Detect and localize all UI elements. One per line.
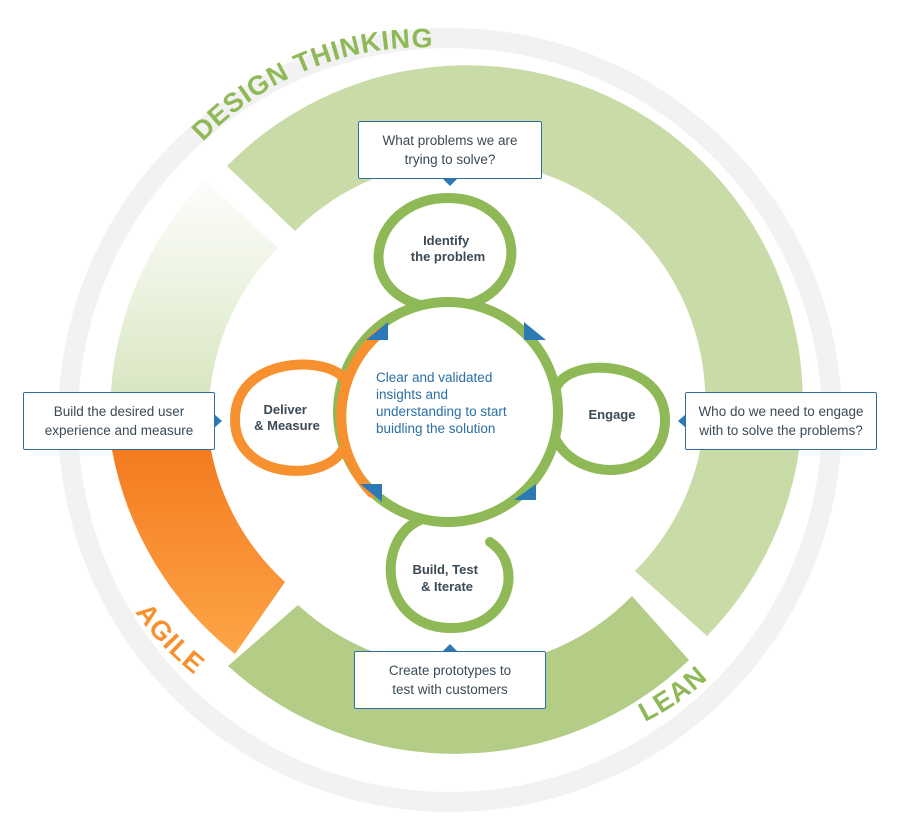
faded-segment [110, 180, 278, 450]
engage-label: Engage [589, 407, 636, 422]
build-label: Build, Test & Iterate [412, 562, 481, 594]
identify-loop [373, 192, 517, 310]
agile-segment [112, 450, 285, 654]
deliver-loop [229, 359, 350, 476]
design-thinking-segment [227, 65, 803, 637]
identify-label: Identify the problem [411, 233, 485, 264]
center-text: Clear and validated insights and underst… [376, 370, 510, 436]
callout-right-pointer [678, 414, 686, 428]
engage-loop [551, 362, 671, 475]
arrow-marker-bottom-right [514, 484, 536, 500]
deliver-arc [336, 328, 385, 498]
arrow-marker-top-right [524, 322, 546, 340]
callout-left-pointer [214, 414, 222, 428]
arrow-marker-bottom-left [360, 484, 382, 502]
deliver-label: Deliver & Measure [254, 402, 320, 433]
arrow-marker-top-left [366, 322, 388, 340]
build-loop [385, 515, 514, 634]
callout-top-pointer [442, 178, 458, 186]
callout-bottom-pointer [442, 644, 458, 652]
